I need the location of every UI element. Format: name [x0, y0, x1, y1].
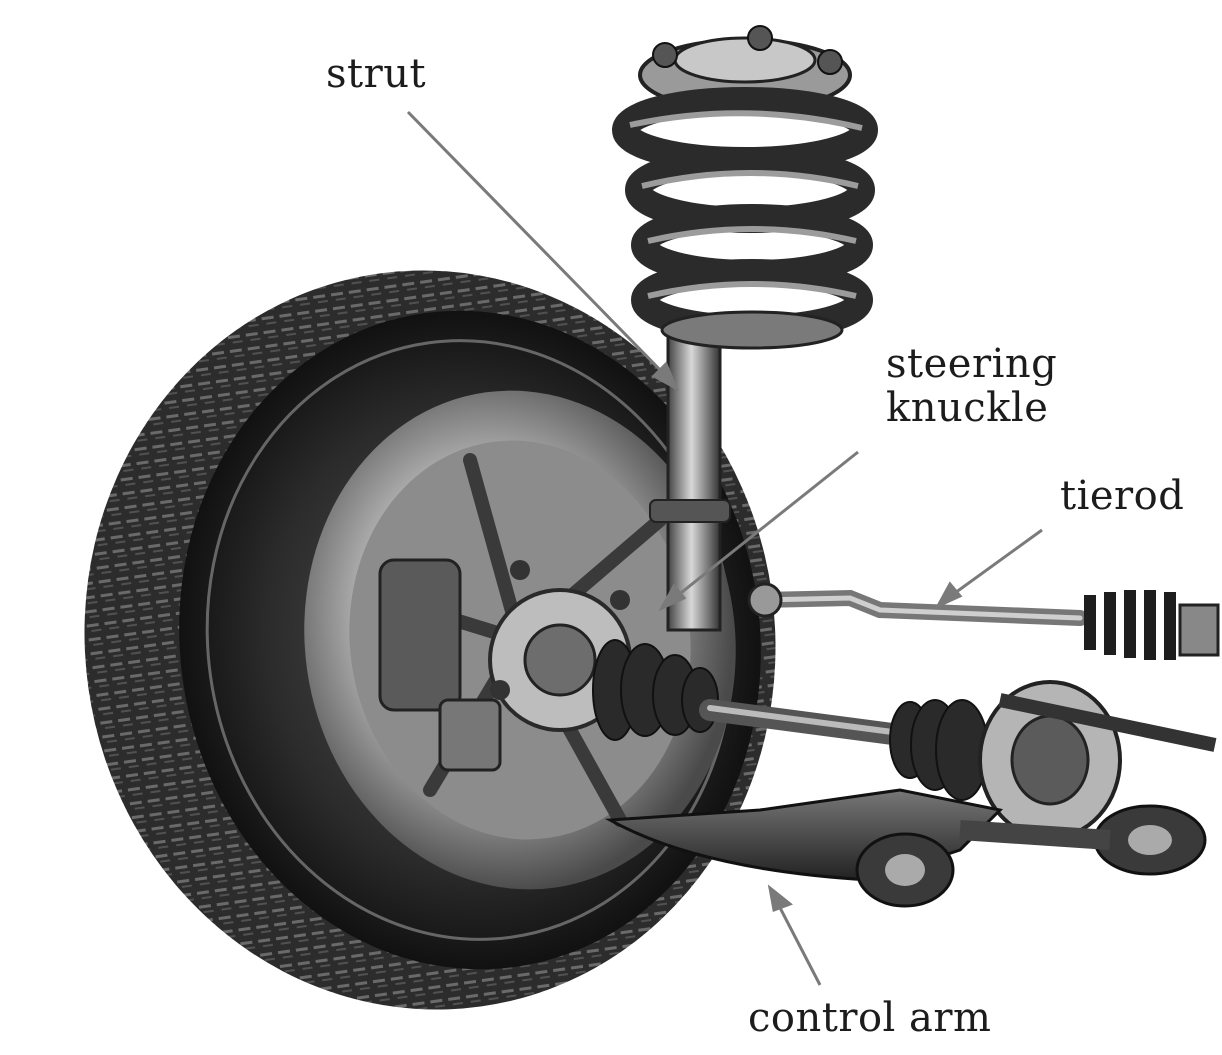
label-steering-knuckle: steering knuckle: [886, 342, 1057, 430]
control-arm-arrowhead: [767, 884, 793, 913]
strut-leader-line: [406, 110, 670, 380]
tierod-assembly: [747, 582, 1220, 660]
label-control-arm: control arm: [748, 995, 992, 1041]
tierod-arrowhead: [934, 581, 963, 610]
leader-lines: [406, 110, 1043, 986]
label-tierod: tierod: [1060, 473, 1185, 519]
control-arm-assembly: [604, 788, 1207, 908]
strut-arrowhead: [651, 361, 680, 392]
drive-shaft: [592, 639, 1217, 840]
strut-assembly: [612, 25, 878, 632]
control-arm-leader-line: [774, 899, 822, 986]
tierod-leader-line: [947, 528, 1043, 600]
label-steering-knuckle-line1: steering: [886, 341, 1058, 387]
knuckle-arrowhead: [658, 583, 687, 612]
label-strut: strut: [326, 51, 427, 97]
wheel-rim: [304, 390, 736, 890]
label-steering-knuckle-line2: knuckle: [886, 385, 1049, 431]
knuckle-leader-line: [671, 450, 859, 602]
